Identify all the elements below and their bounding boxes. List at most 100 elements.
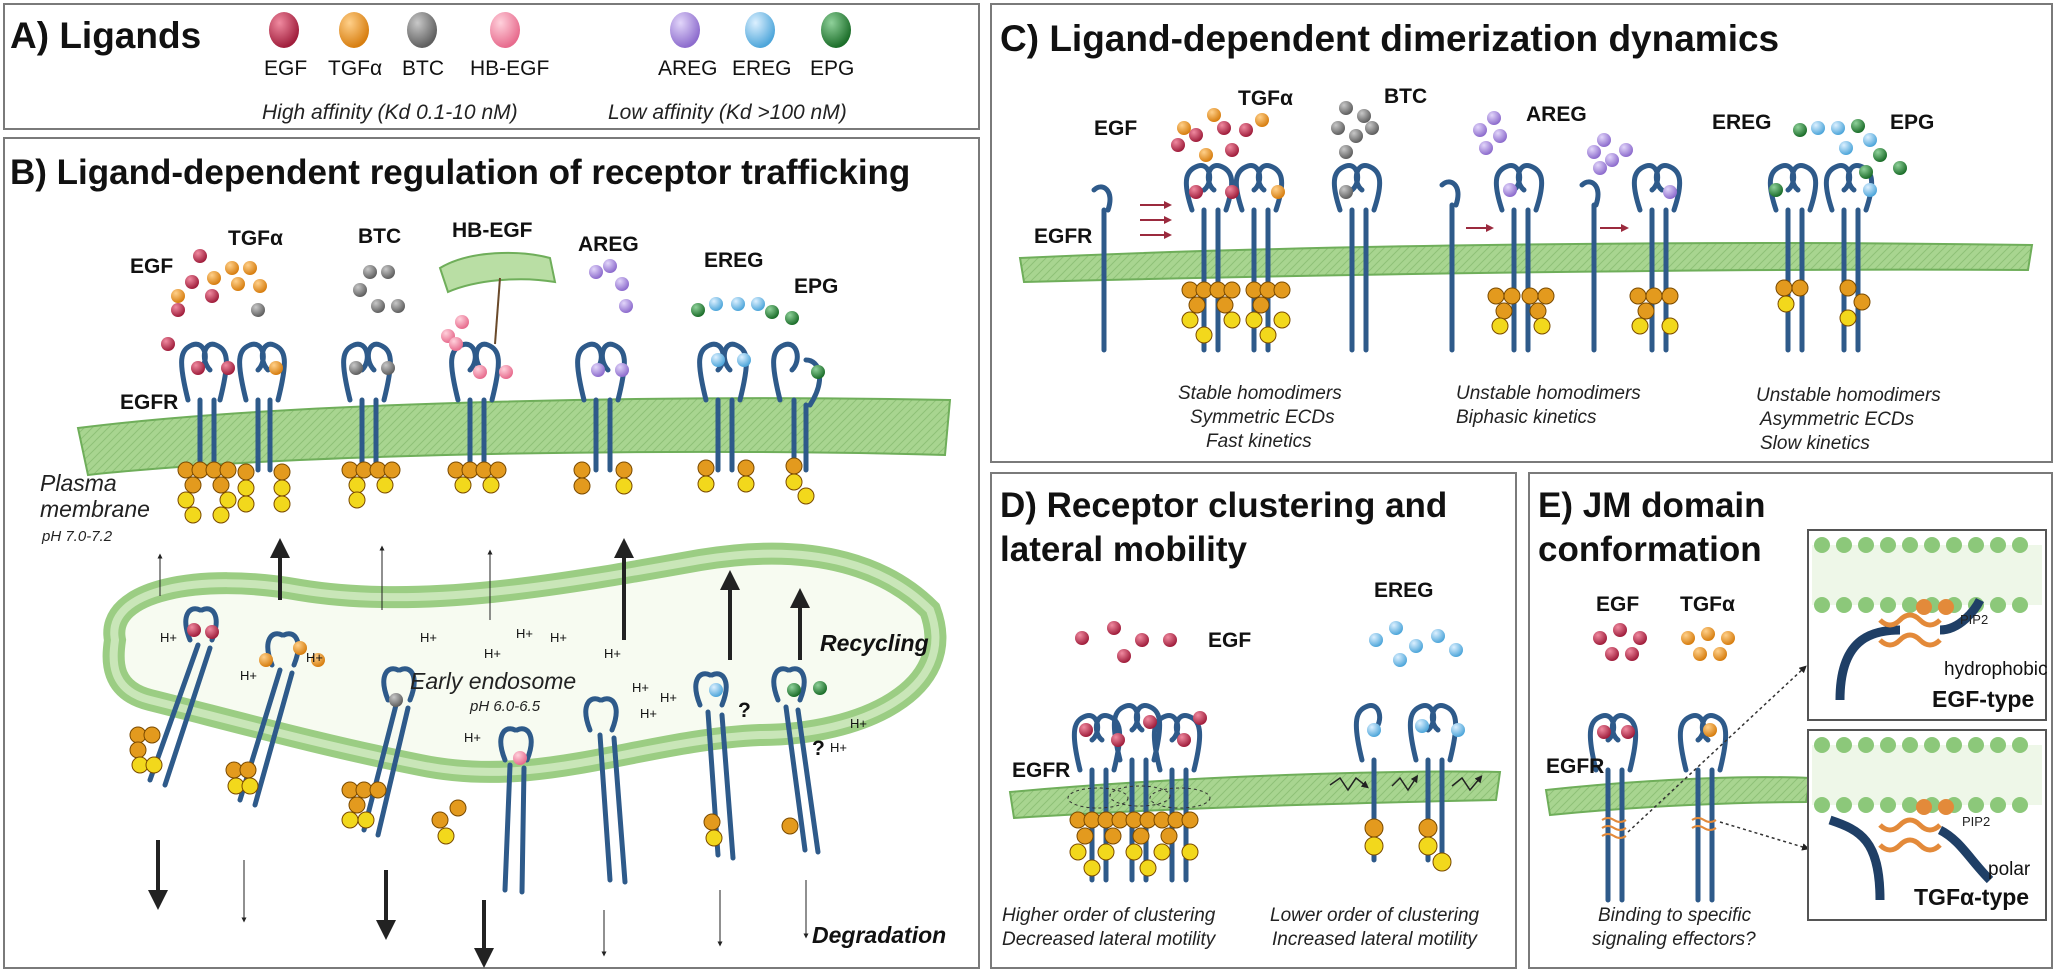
panel-b-label-tgfa: TGFα (228, 227, 283, 250)
panel-c-label-egfr: EGFR (1034, 225, 1093, 248)
ligand-ball-tgfa (339, 12, 369, 48)
inset-tgf-pip2-label: PIP2 (1962, 814, 1991, 829)
panel-b-degradation-arrows (148, 840, 809, 968)
ligand-ball-areg (670, 12, 700, 48)
panel-d-title-line2: lateral mobility (1000, 530, 1248, 569)
panel-e-ligands (1593, 623, 1735, 739)
panel-e-caption-1: Binding to specific (1598, 905, 1752, 926)
panel-e-label-tgfa: TGFα (1680, 593, 1735, 616)
panel-b-label-epg: EPG (794, 275, 839, 298)
proton-label: H+ (484, 646, 501, 661)
proton-label: H+ (306, 650, 323, 665)
panel-c-arrows (1140, 201, 1629, 239)
panel-d-mobility-zigzags (1329, 774, 1483, 792)
panel-c-label-areg: AREG (1526, 103, 1587, 126)
plasma-membrane-label: Plasma membrane (40, 470, 150, 523)
inset-tgf-descriptor: polar (1988, 859, 2031, 880)
panel-c-group3-line3: Slow kinetics (1760, 433, 1870, 454)
high-affinity-label: High affinity (Kd 0.1-10 nM) (262, 101, 518, 124)
ligand-label-tgfa: TGFα (328, 57, 383, 80)
panel-c-ligands (1171, 101, 1907, 199)
panel-d-left-caption-2: Decreased lateral motility (1002, 929, 1216, 950)
ligand-ball-hbegf (490, 12, 520, 48)
panel-a-ligand-balls (269, 12, 851, 48)
panel-b-ub-clusters (177, 457, 815, 524)
plasma-ph-label: pH 7.0-7.2 (42, 528, 113, 545)
panel-c-label-egf: EGF (1094, 117, 1138, 140)
inset-tgf-type-bilayer (1812, 737, 2042, 901)
panel-b-label-hbegf: HB-EGF (452, 219, 533, 242)
panel-d-right-caption-1: Lower order of clustering (1270, 905, 1480, 926)
ligand-ball-ereg (745, 12, 775, 48)
proton-label: H+ (830, 740, 847, 755)
panel-c-group2-line2: Biphasic kinetics (1456, 407, 1597, 428)
panel-b-free-ligands (161, 249, 799, 351)
panel-c-group3-line2: Asymmetric ECDs (1760, 409, 1915, 430)
proton-label: H+ (850, 716, 867, 731)
early-endosome-label: Early endosome (410, 668, 577, 694)
panel-a-title: A) Ligands (10, 15, 202, 56)
panel-d-right-caption-2: Increased lateral motility (1272, 929, 1477, 950)
panel-d-ub-clusters (1069, 811, 1452, 877)
ligand-ball-btc (407, 12, 437, 48)
panel-b-surface-receptors (179, 341, 823, 473)
ligand-label-areg: AREG (658, 57, 718, 80)
inset-egf-descriptor: hydrophobic (1944, 659, 2048, 680)
question-mark: ? (738, 699, 751, 722)
proton-label: H+ (640, 706, 657, 721)
panel-c-label-ereg: EREG (1712, 111, 1772, 134)
panel-e-title-line1: E) JM domain (1538, 486, 1766, 525)
question-mark: ? (812, 737, 825, 760)
proton-label: H+ (160, 630, 177, 645)
ligand-label-hbegf: HB-EGF (470, 57, 550, 80)
panel-c-label-epg: EPG (1890, 111, 1935, 134)
panel-e-caption-2: signaling effectors? (1592, 929, 1756, 950)
inset-egf-type-label: EGF-type (1932, 686, 2035, 712)
endosome-ph-label: pH 6.0-6.5 (470, 698, 541, 715)
panel-c-group1-line2: Symmetric ECDs (1190, 407, 1335, 428)
proton-label: H+ (550, 630, 567, 645)
panel-e-jm-coils (1601, 817, 1717, 839)
panel-b-label-btc: BTC (358, 225, 402, 248)
panel-d-label-egf: EGF (1208, 629, 1252, 652)
panel-d-cluster-outline (1067, 785, 1211, 809)
recycling-label: Recycling (820, 630, 929, 656)
proton-label: H+ (660, 690, 677, 705)
inset-tgf-type-label: TGFα-type (1914, 884, 2030, 910)
inset-egf-pip2-label: PIP2 (1960, 612, 1989, 627)
panel-d-ligands (1075, 621, 1465, 747)
panel-b-endosome-ligands (187, 623, 827, 765)
panel-c-group3-line1: Unstable homodimers (1756, 385, 1941, 406)
panel-b-label-areg: AREG (578, 233, 639, 256)
proton-label: H+ (516, 626, 533, 641)
panel-e-label-egfr: EGFR (1546, 755, 1605, 778)
panel-c-ub-clusters (1181, 279, 1871, 344)
panel-e-title-line2: conformation (1538, 530, 1762, 569)
panel-c-receptors (1091, 163, 1875, 353)
proton-label: H+ (604, 646, 621, 661)
ligand-label-ereg: EREG (732, 57, 792, 80)
inset-egf-type-bilayer (1812, 537, 2042, 701)
panel-c-title: C) Ligand-dependent dimerization dynamic… (1000, 18, 1780, 59)
panel-c-label-tgfa: TGFα (1238, 87, 1293, 110)
proton-label: H+ (420, 630, 437, 645)
panel-d-left-caption-1: Higher order of clustering (1002, 905, 1216, 926)
proton-label: H+ (240, 668, 257, 683)
panel-b-label-egfr: EGFR (120, 391, 179, 414)
panel-c-label-btc: BTC (1384, 85, 1428, 108)
panel-c-group1-line1: Stable homodimers (1178, 383, 1342, 404)
hbegf-membrane-sheet (438, 251, 557, 294)
panel-b-label-egf: EGF (130, 255, 174, 278)
panel-c-group2-line1: Unstable homodimers (1456, 383, 1641, 404)
panel-b-endosome-ub (129, 726, 799, 847)
panel-b-label-ereg: EREG (704, 249, 764, 272)
panel-b-endosomal-receptors (147, 606, 821, 895)
ligand-label-epg: EPG (810, 57, 855, 80)
panel-d-label-ereg: EREG (1374, 579, 1434, 602)
low-affinity-label: Low affinity (Kd >100 nM) (608, 101, 847, 124)
ligand-label-egf: EGF (264, 57, 308, 80)
panel-e-pointer-lines (1627, 665, 1810, 851)
ligand-ball-egf (269, 12, 299, 48)
panel-e-membrane (1544, 776, 1812, 817)
